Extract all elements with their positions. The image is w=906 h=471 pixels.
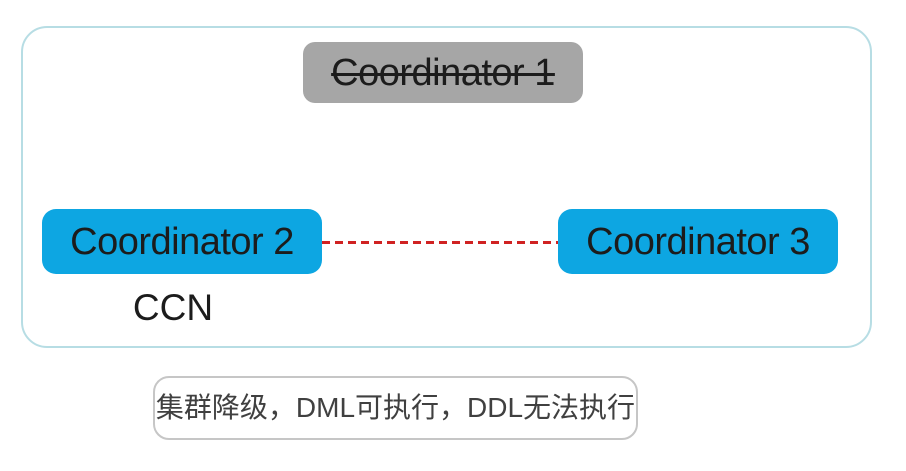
- node-coordinator-2-label: Coordinator 2: [70, 220, 294, 263]
- node-coordinator-3-label: Coordinator 3: [586, 220, 810, 263]
- ccn-label: CCN: [132, 287, 214, 328]
- node-coordinator-3: Coordinator 3: [558, 209, 838, 274]
- caption-text: 集群降级，DML可执行，DDL无法执行: [155, 392, 636, 423]
- node-coordinator-1-label: Coordinator 1: [331, 51, 555, 94]
- broken-link-dashed-line: [322, 241, 558, 244]
- node-coordinator-1: Coordinator 1: [303, 42, 583, 103]
- caption-box: 集群降级，DML可执行，DDL无法执行: [153, 376, 638, 440]
- node-coordinator-2: Coordinator 2: [42, 209, 322, 274]
